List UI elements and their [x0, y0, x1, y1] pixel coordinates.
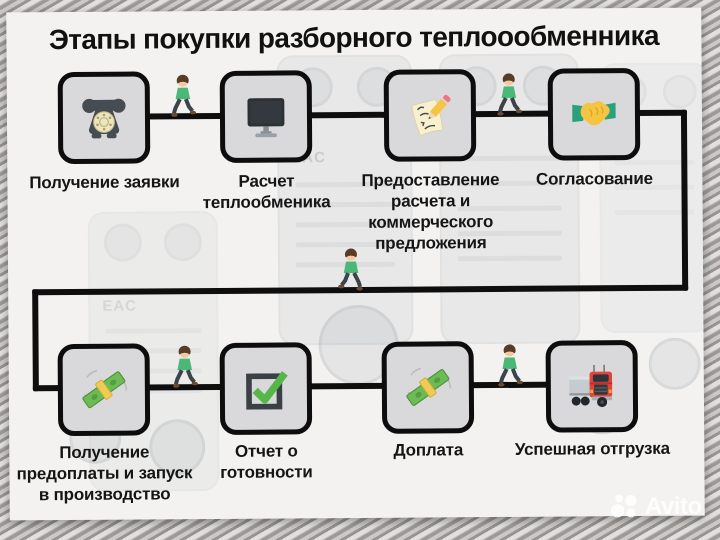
avito-watermark-text: Avito: [645, 493, 702, 520]
avito-logo-icon: [610, 494, 637, 518]
page-title: Этапы покупки разборного теплоообменника: [48, 19, 660, 56]
memo-pencil-icon: [411, 94, 451, 137]
flow-connector-left-down: [32, 289, 39, 392]
step-label-7: Доплата: [393, 440, 464, 460]
avito-watermark: Avito: [610, 492, 702, 522]
step-box-7: [381, 341, 475, 434]
walking-person-icon: [173, 345, 198, 388]
step-box-5: [57, 343, 151, 437]
money-icon: [82, 369, 128, 409]
walking-person-icon: [498, 344, 523, 387]
eac-mark: EAC: [102, 297, 138, 315]
step-box-6: [219, 342, 313, 435]
step-label-2: Расчет теплообменика: [202, 171, 331, 213]
step-box-1: [57, 71, 151, 165]
handshake-icon: [572, 101, 616, 126]
flow-connector-right-down: [680, 109, 689, 291]
step-label-4: Согласование: [535, 168, 653, 189]
money-icon: [406, 367, 452, 406]
truck-icon: [569, 364, 613, 408]
step-box-4: [547, 68, 641, 161]
step-box-8: [545, 340, 639, 433]
walking-person-icon: [171, 74, 196, 117]
step-box-2: [219, 70, 313, 163]
phone-icon: [82, 98, 126, 139]
step-label-8: Успешная отгрузка: [514, 438, 670, 459]
computer-icon: [247, 98, 285, 138]
card-panel: EAC EAC: [6, 7, 711, 521]
walking-person-icon: [497, 73, 522, 116]
step-box-3: [383, 69, 477, 162]
walking-person-icon: [337, 248, 363, 291]
step-label-3: Предоставление расчета и коммерческого п…: [361, 169, 500, 253]
checkbox-icon: [246, 371, 288, 410]
